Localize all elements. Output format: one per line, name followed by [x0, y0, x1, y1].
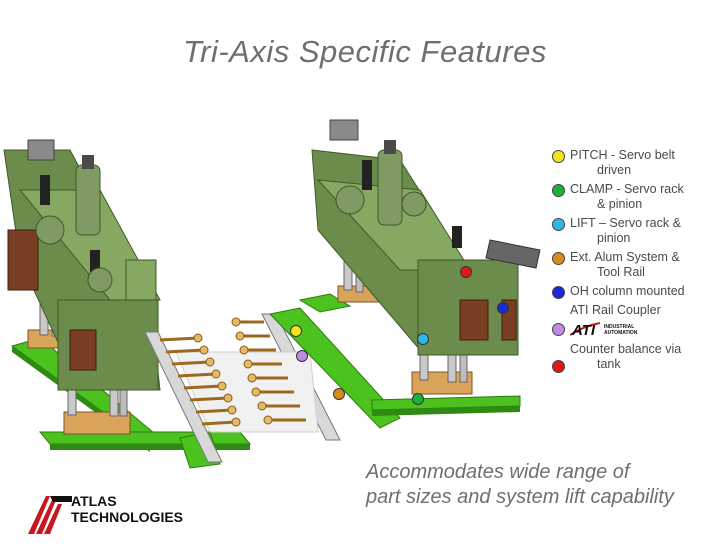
legend-label: PITCH - Servo belt	[570, 148, 675, 162]
legend-item-clamp: CLAMP - Servo rack & pinion	[548, 182, 726, 212]
callout-dots	[290, 266, 509, 405]
legend-dot	[552, 150, 565, 163]
slide-title: Tri-Axis Specific Features	[183, 34, 547, 69]
callout-pitch-dot	[290, 325, 302, 337]
legend-item-ati-coupler: ATI Rail Coupler ATI INDUSTRIAL AUTOMATI…	[548, 303, 726, 338]
ati-logo-line1: INDUSTRIAL	[604, 324, 634, 330]
tagline: Accommodates wide range of part sizes an…	[366, 460, 674, 510]
legend-dot	[552, 286, 565, 299]
atlas-mark-icon	[28, 496, 72, 534]
legend-label-cont: Tool Rail	[597, 265, 645, 279]
legend-label-cont: & pinion	[597, 197, 643, 211]
legend-dot	[552, 252, 565, 265]
atlas-wordmark-line1: ATLAS	[71, 493, 117, 509]
callout-clamp-dot	[412, 393, 424, 405]
legend-item-pitch: PITCH - Servo belt driven	[548, 148, 726, 178]
legend-label: Ext. Alum System &	[570, 250, 680, 264]
legend-item-oh-column: OH column mounted	[548, 284, 726, 299]
tagline-line1: Accommodates wide range of	[366, 461, 630, 483]
callout-lift-dot	[417, 333, 429, 345]
legend-label-cont: pinion	[597, 231, 631, 245]
tool-rails	[144, 313, 341, 463]
callout-counterbalance-dot	[460, 266, 472, 278]
ati-logo-letters: ATI	[571, 322, 596, 338]
legend-item-lift: LIFT – Servo rack & pinion	[548, 216, 726, 246]
legend-dot	[552, 360, 565, 373]
ati-logo-line2: AUTOMATION	[604, 330, 638, 336]
legend-label: CLAMP - Servo rack	[570, 182, 684, 196]
callout-ati-dot	[296, 350, 308, 362]
legend-label-cont: driven	[597, 163, 632, 177]
legend-item-ext-alum: Ext. Alum System & Tool Rail	[548, 250, 726, 280]
ati-logo: ATI INDUSTRIAL AUTOMATION	[570, 322, 638, 338]
tagline-line2: part sizes and system lift capability	[366, 486, 674, 508]
legend-label: OH column mounted	[570, 284, 685, 298]
legend-label: Counter balance via	[570, 342, 682, 356]
callout-oh-column-dot	[497, 302, 509, 314]
callout-ext-alum-dot	[333, 388, 345, 400]
legend-label: LIFT – Servo rack &	[570, 216, 681, 230]
legend-dot	[552, 323, 565, 336]
legend-dot	[552, 218, 565, 231]
atlas-wordmark: ATLAS TECHNOLOGIES	[71, 493, 183, 525]
legend-dot	[552, 184, 565, 197]
legend-label: ATI Rail Coupler	[570, 303, 661, 317]
atlas-logo: ATLAS TECHNOLOGIES	[28, 490, 188, 534]
atlas-wordmark-line2: TECHNOLOGIES	[71, 509, 184, 525]
legend-item-counterbalance: Counter balance via tank	[548, 342, 726, 373]
legend-label-cont: tank	[597, 357, 621, 371]
feature-legend: PITCH - Servo belt driven CLAMP - Servo …	[548, 148, 726, 376]
